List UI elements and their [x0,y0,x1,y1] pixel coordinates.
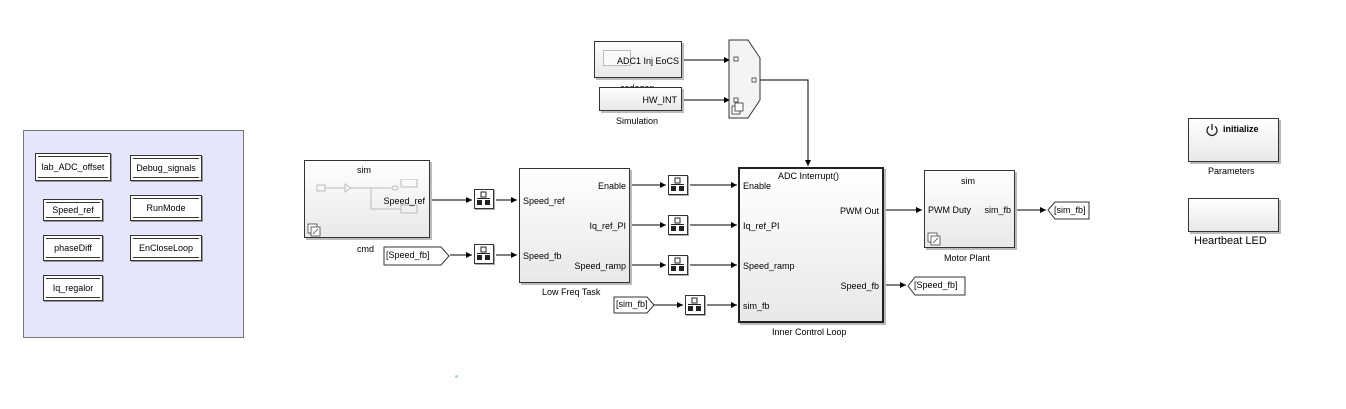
rate-transition-icon [671,217,684,231]
low-freq-task-block[interactable]: Speed_ref Speed_fb Enable Iq_ref_PI Spee… [519,168,630,283]
parameters-block[interactable]: initialize [1188,118,1279,162]
wire-merge-to-inner [758,79,811,166]
rate-transition-5[interactable] [668,255,688,275]
goto-sim-fb-shape [1047,201,1090,220]
goto-speed-fb[interactable]: [Speed_fb] [914,280,958,290]
power-icon [1206,124,1218,137]
rate-transition-icon [477,191,490,205]
adc-trigger-block[interactable]: ADC1 Inj EoCS [594,41,682,78]
trigger-merge-block[interactable] [728,38,762,120]
ds-debug-signals[interactable]: Debug_signals [130,155,202,181]
motor-in-pwm: PWM Duty [928,205,972,215]
adc-icon [603,50,631,66]
inner-title: ADC Interrupt() [778,171,840,181]
rate-transition-icon [477,246,490,260]
motor-title: sim [961,176,975,186]
heartbeat-led-block[interactable] [1188,198,1279,232]
inner-caption: Inner Control Loop [772,327,847,337]
motor-caption: Motor Plant [944,253,991,263]
parameters-caption: Parameters [1208,166,1255,176]
inner-in-speed-ramp: Speed_ramp [743,261,795,271]
lf-out-speed-ramp: Speed_ramp [574,261,626,271]
inner-control-loop-block[interactable]: ADC Interrupt() Enable Iq_ref_PI Speed_r… [738,167,884,323]
from-sim-fb-shape [613,296,655,314]
lf-in-speed-ref: Speed_ref [523,196,565,206]
from-speed-fb-shape [383,246,450,266]
inner-out-pwm: PWM Out [839,206,879,216]
initialize-label: initialize [1223,124,1259,134]
subsystem-icon [927,232,941,246]
adc-trigger-label: ADC1 Inj EoCS [616,56,679,66]
goto-speed-fb-shape [907,276,966,296]
ds-iq-regalor[interactable]: Iq_regalor [43,275,103,301]
canvas-dot [455,375,458,378]
hwint-trigger-block[interactable]: HW_INT [599,87,682,111]
cmd-port-speed-ref: Speed_ref [383,196,425,206]
cmd-block[interactable]: sim Speed_ref [304,160,430,238]
inner-in-sim-fb: sim_fb [743,301,770,311]
subsystem-icon [307,223,321,237]
rate-transition-1[interactable] [474,189,494,209]
heartbeat-caption: Heartbeat LED [1194,235,1267,247]
rate-transition-2[interactable] [474,244,494,264]
ds-runmode[interactable]: RunMode [130,195,202,221]
data-store-panel: lab_ADC_offset Debug_signals Speed_ref R… [23,130,244,338]
rate-transition-icon [688,297,701,311]
rate-transition-icon [671,177,684,191]
ds-lab-adc-offset[interactable]: lab_ADC_offset [35,153,111,181]
lf-out-iq-ref: Iq_ref_PI [589,221,626,231]
rate-transition-4[interactable] [668,215,688,235]
from-sim-fb[interactable]: [sim_fb] [616,299,648,309]
inner-in-enable: Enable [743,181,772,191]
motor-plant-block[interactable]: sim PWM Duty sim_fb [924,170,1015,248]
cmd-caption: cmd [357,244,375,254]
hwint-caption: Simulation [616,116,659,126]
low-freq-caption: Low Freq Task [542,287,601,297]
rate-transition-icon [671,257,684,271]
inner-in-iq-ref: Iq_ref_PI [743,221,780,231]
ds-encloseloop[interactable]: EnCloseLoop [130,235,202,261]
lf-in-speed-fb: Speed_fb [523,251,562,261]
ds-speed-ref[interactable]: Speed_ref [43,199,103,221]
lf-out-enable: Enable [597,181,626,191]
hwint-label: HW_INT [642,95,678,105]
inner-out-speed-fb: Speed_fb [840,281,879,291]
rate-transition-6[interactable] [685,295,705,315]
goto-sim-fb[interactable]: [sim_fb] [1054,205,1086,215]
cmd-preview-icon [316,179,418,214]
motor-out-sim-fb: sim_fb [984,205,1011,215]
rate-transition-3[interactable] [668,175,688,195]
ds-phasediff[interactable]: phaseDiff [43,235,103,261]
cmd-title: sim [357,165,371,175]
from-speed-fb[interactable]: [Speed_fb] [386,250,430,260]
